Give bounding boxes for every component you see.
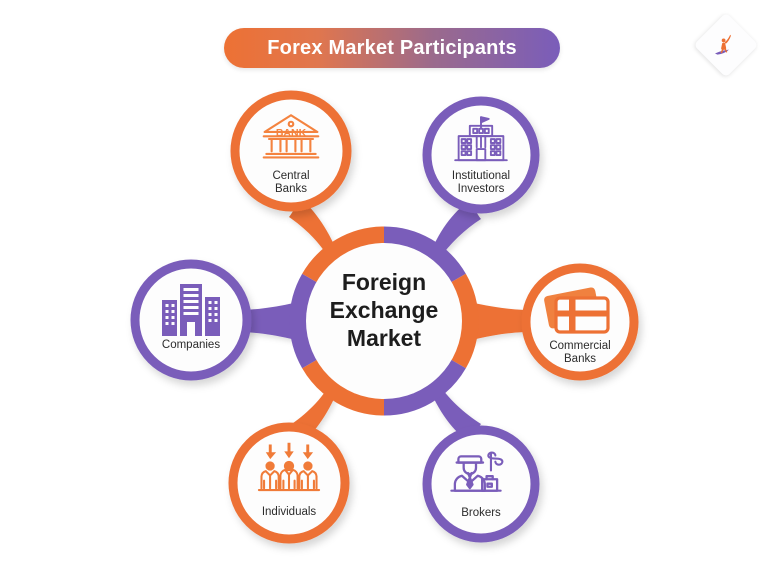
- node-brokers[interactable]: [422, 425, 540, 543]
- brand-logo-badge: [693, 12, 759, 78]
- hub-ring-segment-6: [302, 226, 385, 283]
- center-hub[interactable]: [289, 226, 479, 416]
- page-title-banner: Forex Market Participants: [224, 28, 560, 68]
- hub-ring-segment-2: [450, 273, 479, 369]
- hub-ring-segment-4: [302, 359, 385, 416]
- bank-icon-text: BANK: [276, 127, 307, 139]
- hub-ring-segment-5: [289, 273, 318, 369]
- node-institutional-investors[interactable]: [422, 96, 540, 214]
- office-building-flag-icon: [454, 116, 508, 162]
- hub-ring-segment-3: [383, 359, 466, 416]
- bank-building-icon: [262, 114, 320, 159]
- hub-ring-segment-1: [383, 226, 466, 283]
- node-commercial-banks[interactable]: [521, 263, 639, 381]
- three-people-arrows-icon: [257, 442, 321, 492]
- node-central-banks[interactable]: BANK: [230, 0, 352, 212]
- node-individuals[interactable]: [228, 422, 350, 544]
- center-node-label: Foreign Exchange Market: [329, 269, 439, 351]
- node-companies[interactable]: [130, 259, 252, 381]
- page-title: Forex Market Participants: [267, 36, 517, 59]
- company-towers-icon: [162, 284, 220, 336]
- surfer-diamond-logo-icon: [715, 34, 731, 55]
- credit-cards-icon: [544, 287, 610, 334]
- broker-person-dollar-icon: [450, 451, 504, 492]
